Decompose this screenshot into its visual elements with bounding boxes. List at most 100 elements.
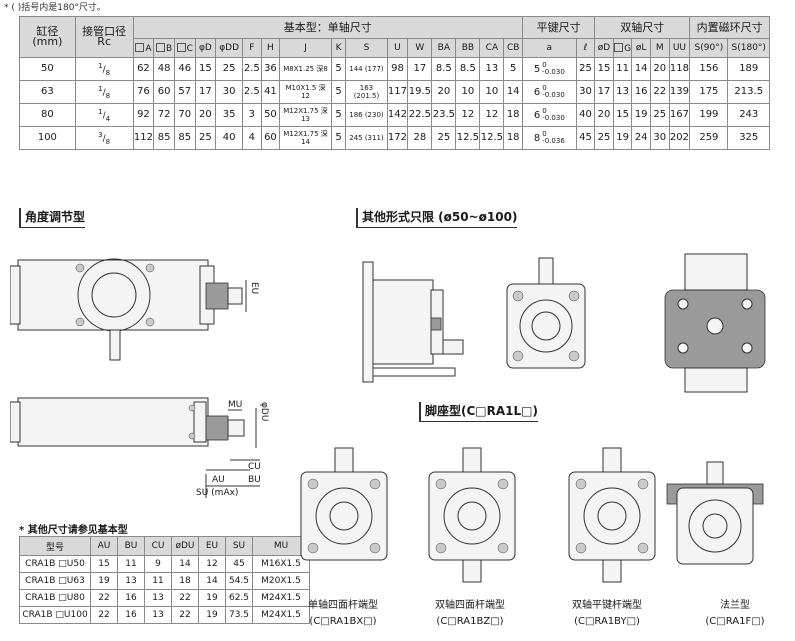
table-cell: 245 (311): [345, 126, 388, 150]
table-cell: 85: [173, 126, 196, 150]
table-cell: 5: [330, 57, 347, 81]
table-cell: 25: [194, 126, 217, 150]
table-cell: 22: [171, 606, 199, 624]
section-other-title: 其他形式只限 (ø50~ø100): [356, 208, 518, 228]
table-cell: 30: [649, 126, 670, 150]
table-cell: 167: [668, 103, 691, 127]
table-cell: 142: [386, 103, 409, 127]
header-key: 平键尺寸: [521, 16, 596, 39]
dim-mu: MU: [228, 400, 243, 410]
table-cell: 14: [198, 572, 226, 590]
table-cell: 10: [455, 80, 481, 104]
table-cell: 80: [19, 103, 76, 127]
sub-header-col: 型号: [19, 536, 91, 556]
table-cell: CRA1B □U80: [19, 589, 91, 607]
table-cell: 19: [612, 126, 633, 150]
table-cell: 144 (177): [345, 57, 388, 81]
table-cell: 18: [503, 126, 523, 150]
table-cell: 76: [132, 80, 155, 104]
table-cell: 25: [215, 57, 244, 81]
table-cell: 156: [689, 57, 729, 81]
table-cell: 5: [330, 103, 347, 127]
table-cell: 62: [132, 57, 155, 81]
table-cell: 20: [194, 103, 217, 127]
header-col: CB: [503, 38, 523, 58]
table-cell: 13: [117, 572, 145, 590]
table-cell: 10: [479, 80, 505, 104]
table-cell: 50: [260, 103, 281, 127]
table-cell: 186 (230): [345, 103, 388, 127]
header-col: M: [649, 38, 670, 58]
table-cell: 22: [649, 80, 670, 104]
table-cell: 12.5: [455, 126, 481, 150]
header-col: ℓ: [575, 38, 596, 58]
table-cell: 25: [594, 126, 614, 150]
header-col: B: [153, 38, 175, 58]
table-cell: 139: [668, 80, 691, 104]
header-col: H: [260, 38, 281, 58]
header-col: CA: [479, 38, 505, 58]
header-double: 双轴尺寸: [594, 16, 691, 39]
dim-eu: EU: [249, 282, 259, 295]
table-cell: 17: [407, 57, 433, 81]
table-cell: 118: [668, 57, 691, 81]
table-cell: 2.5: [242, 80, 262, 104]
table-cell: CRA1B □U50: [19, 555, 91, 573]
other-types-drawing: [362, 253, 766, 393]
table-cell: 1/8: [74, 57, 134, 81]
dim-bu: BU: [248, 475, 261, 485]
table-cell: 100: [19, 126, 76, 150]
table-cell: 5: [503, 57, 523, 81]
table-cell: 17: [194, 80, 217, 104]
type-caption: 单轴四面杆端型(C□RA1BX□): [308, 600, 378, 627]
header-col: UU: [668, 38, 691, 58]
table-cell: 60: [260, 126, 281, 150]
table-cell: 85: [153, 126, 175, 150]
table-cell: 16: [117, 606, 145, 624]
sub-header-col: øDU: [171, 536, 199, 556]
table-cell: 3/8: [74, 126, 134, 150]
table-cell: 46: [173, 57, 196, 81]
footnote: * ( )括号内是180°尺寸。: [4, 3, 106, 13]
sub-header-col: EU: [198, 536, 226, 556]
table-cell: 325: [727, 126, 770, 150]
table-cell: M12X1.75 深14: [279, 126, 332, 150]
table-cell: 25: [649, 103, 670, 127]
table-cell: 41: [260, 80, 281, 104]
table-cell: 112: [132, 126, 155, 150]
sub-header-col: BU: [117, 536, 145, 556]
header-col: S: [345, 38, 388, 58]
table-cell: 70: [173, 103, 196, 127]
table-cell: M8X1.25 深8: [279, 57, 332, 81]
table-cell: M24X1.5: [252, 606, 310, 624]
header-magnet: 内置磁环尺寸: [689, 16, 770, 39]
table-cell: 30: [215, 80, 244, 104]
sub-table-title: * 其他尺寸请参见基本型: [19, 525, 128, 536]
table-cell: 9: [144, 555, 172, 573]
table-cell: 40: [575, 103, 596, 127]
table-cell: 63: [19, 80, 76, 104]
table-cell: 11: [612, 57, 633, 81]
table-cell: 24: [631, 126, 651, 150]
header-col: G: [612, 38, 633, 58]
table-cell: 60: [153, 80, 175, 104]
table-cell: 4: [242, 126, 262, 150]
table-cell: 15: [194, 57, 217, 81]
table-cell: 98: [386, 57, 409, 81]
table-cell: 14: [503, 80, 523, 104]
table-cell: 19: [631, 103, 651, 127]
table-cell: 8.5: [455, 57, 481, 81]
header-col: φD: [194, 38, 217, 58]
table-cell: 50: [19, 57, 76, 81]
table-cell: 35: [215, 103, 244, 127]
header-col: S(180°): [727, 38, 770, 58]
table-cell: 28: [407, 126, 433, 150]
table-cell: 45: [225, 555, 253, 573]
table-cell: 11: [117, 555, 145, 573]
